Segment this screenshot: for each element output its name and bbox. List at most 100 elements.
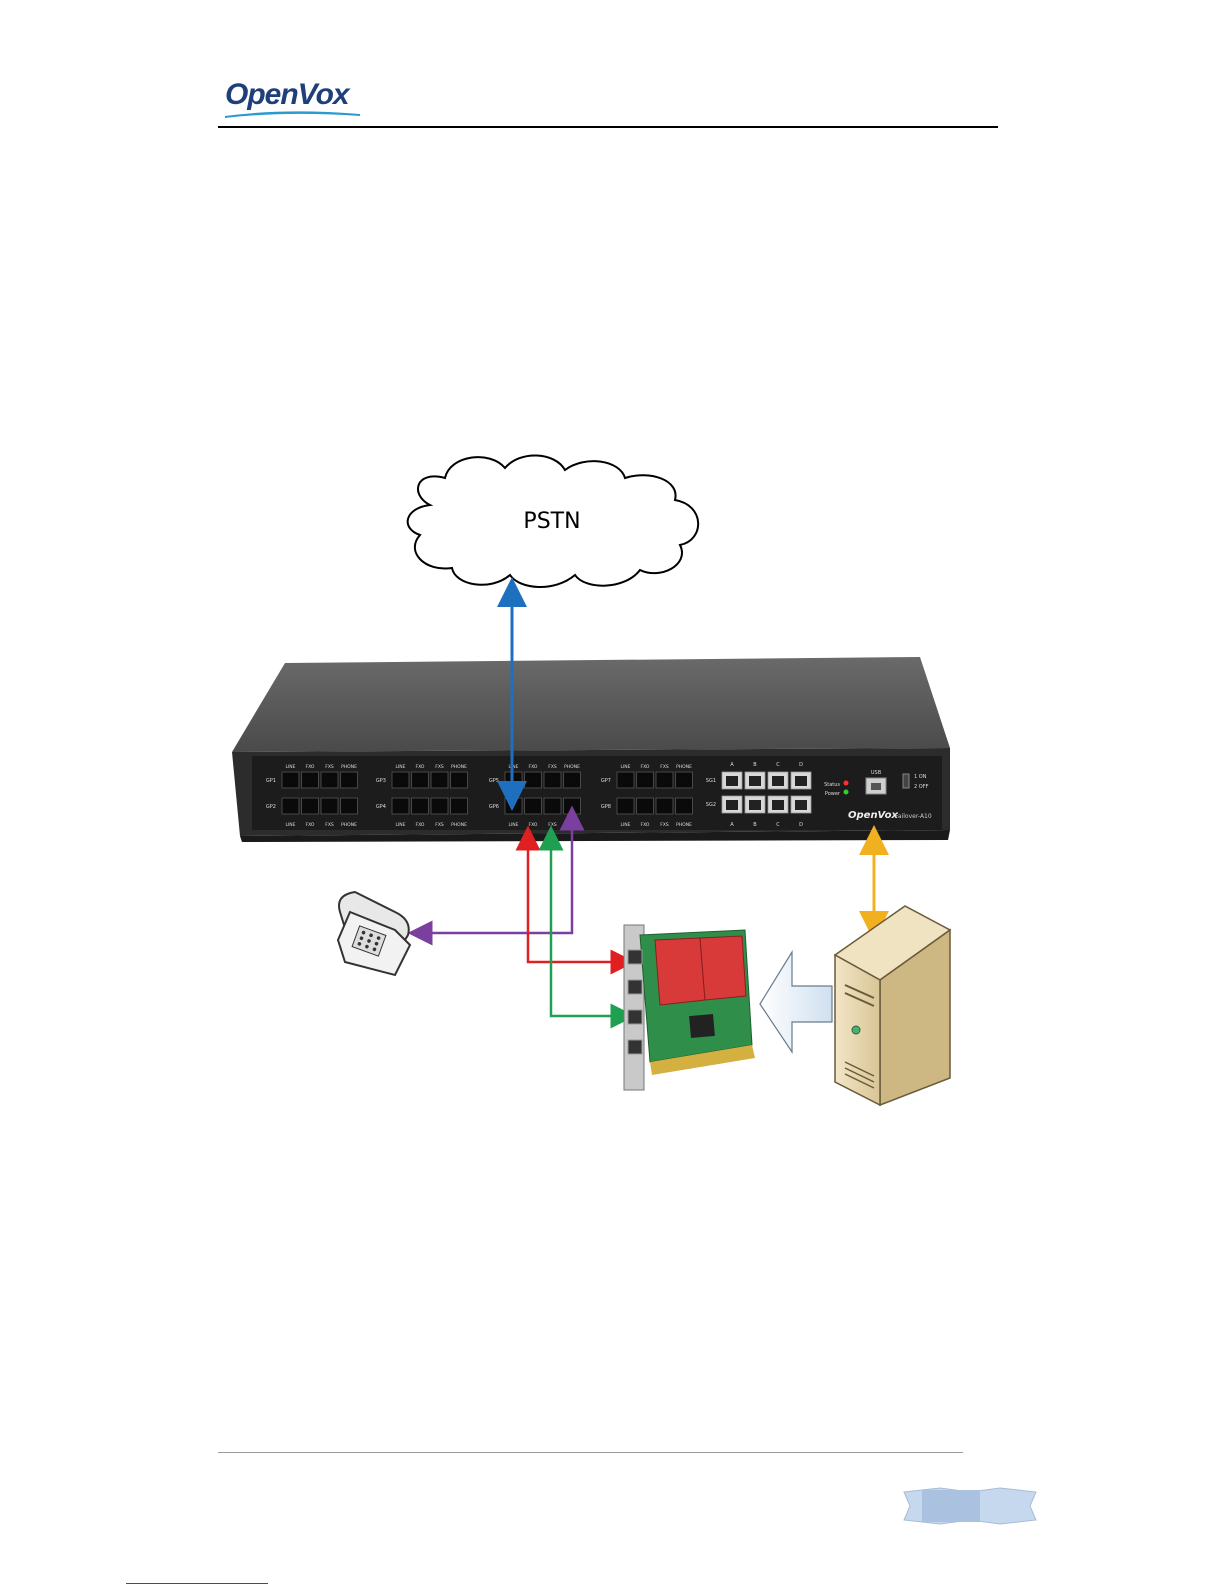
- line-link: [528, 838, 623, 962]
- rj11-jack: [431, 772, 448, 788]
- port-label: FXS: [325, 764, 334, 770]
- port-label: FXO: [306, 822, 315, 828]
- port-label: PHONE: [341, 764, 357, 770]
- port-label: LINE: [620, 822, 630, 828]
- port-label: LINE: [395, 822, 405, 828]
- rj11-jack: [564, 772, 581, 788]
- rj11-jack: [617, 772, 634, 788]
- rj11-jack: [321, 772, 338, 788]
- rj11-jack: [341, 772, 358, 788]
- switch-port-label: C: [776, 762, 780, 768]
- rj11-jack: [302, 798, 319, 814]
- pci-card-icon: [624, 925, 755, 1090]
- port-label: FXS: [548, 764, 557, 770]
- switch-port-label: B: [753, 762, 757, 768]
- status-led: [844, 781, 849, 786]
- rj11-jack: [656, 798, 673, 814]
- port-label: FXO: [416, 764, 425, 770]
- port-label: LINE: [620, 764, 630, 770]
- group-label: GP8: [601, 804, 611, 810]
- port-label: PHONE: [451, 822, 467, 828]
- port-label: FXS: [325, 822, 334, 828]
- rj11-jack: [637, 772, 654, 788]
- rj11-jack: [431, 798, 448, 814]
- rj11-jack: [544, 772, 561, 788]
- usb-label: USB: [871, 770, 882, 776]
- switch-group-label: SG2: [706, 802, 716, 808]
- rj11-jack: [676, 798, 693, 814]
- footer-link-underline: [126, 1583, 268, 1584]
- telephone-icon: [338, 892, 410, 975]
- power-led: [844, 790, 849, 795]
- rj11-jack: [282, 798, 299, 814]
- group-label: GP3: [376, 778, 386, 784]
- rj11-jack: [564, 798, 581, 814]
- rj11-jack: [302, 772, 319, 788]
- power-label: Power: [825, 791, 841, 797]
- rj11-jack: [282, 772, 299, 788]
- rj11-jack: [412, 772, 429, 788]
- fxs-link: [551, 838, 623, 1016]
- rj11-jack: [525, 772, 542, 788]
- switch-port-label: A: [730, 762, 734, 768]
- switch-port-label: D: [799, 762, 803, 768]
- power-switch-icon: [903, 774, 909, 788]
- footer-rule: [218, 1452, 963, 1453]
- port-label: LINE: [285, 764, 295, 770]
- port-label: PHONE: [676, 822, 692, 828]
- switch-on-label: 1 ON: [914, 774, 927, 780]
- group-label: GP1: [266, 778, 276, 784]
- rj11-jack: [637, 798, 654, 814]
- server-icon: [835, 906, 950, 1105]
- failover-device: GP1GP2LINELINEFXOFXOFXSFXSPHONEPHONEGP3G…: [232, 657, 950, 842]
- port-label: FXO: [641, 822, 650, 828]
- port-label: FXO: [641, 764, 650, 770]
- switch-port-label: B: [753, 822, 757, 828]
- port-label: FXS: [660, 764, 669, 770]
- group-label: GP6: [489, 804, 499, 810]
- port-label: LINE: [285, 822, 295, 828]
- rj11-jack: [451, 798, 468, 814]
- port-label: LINE: [395, 764, 405, 770]
- rj11-jack: [341, 798, 358, 814]
- rj11-jack: [451, 772, 468, 788]
- switch-group-label: SG1: [706, 778, 716, 784]
- port-label: PHONE: [451, 764, 467, 770]
- port-label: FXS: [435, 822, 444, 828]
- port-label: FXO: [529, 822, 538, 828]
- switch-off-label: 2 OFF: [914, 784, 929, 790]
- cloud-label: PSTN: [523, 509, 580, 534]
- large-arrow-icon: [760, 952, 832, 1052]
- group-label: GP7: [601, 778, 611, 784]
- port-label: FXS: [660, 822, 669, 828]
- port-label: LINE: [508, 764, 518, 770]
- port-label: PHONE: [676, 764, 692, 770]
- cloud-icon: PSTN: [408, 455, 699, 587]
- switch-port-label: C: [776, 822, 780, 828]
- port-label: PHONE: [341, 822, 357, 828]
- rj11-jack: [544, 798, 561, 814]
- port-label: PHONE: [564, 764, 580, 770]
- rj11-jack: [412, 798, 429, 814]
- port-label: FXO: [529, 764, 538, 770]
- page-badge-icon: [900, 1486, 1038, 1526]
- rj11-jack: [392, 798, 409, 814]
- rj11-jack: [321, 798, 338, 814]
- port-label: FXO: [416, 822, 425, 828]
- rj11-jack: [656, 772, 673, 788]
- rj11-jack: [505, 798, 522, 814]
- group-label: GP4: [376, 804, 386, 810]
- port-label: FXS: [435, 764, 444, 770]
- device-model: Failover-A10: [895, 813, 932, 820]
- switch-port-label: D: [799, 822, 803, 828]
- rj11-jack: [676, 772, 693, 788]
- rj11-jack: [525, 798, 542, 814]
- port-label: FXS: [548, 822, 557, 828]
- port-label: FXO: [306, 764, 315, 770]
- rj11-jack: [392, 772, 409, 788]
- group-label: GP5: [489, 778, 499, 784]
- rj11-jack: [617, 798, 634, 814]
- status-label: Status: [824, 782, 840, 788]
- group-label: GP2: [266, 804, 276, 810]
